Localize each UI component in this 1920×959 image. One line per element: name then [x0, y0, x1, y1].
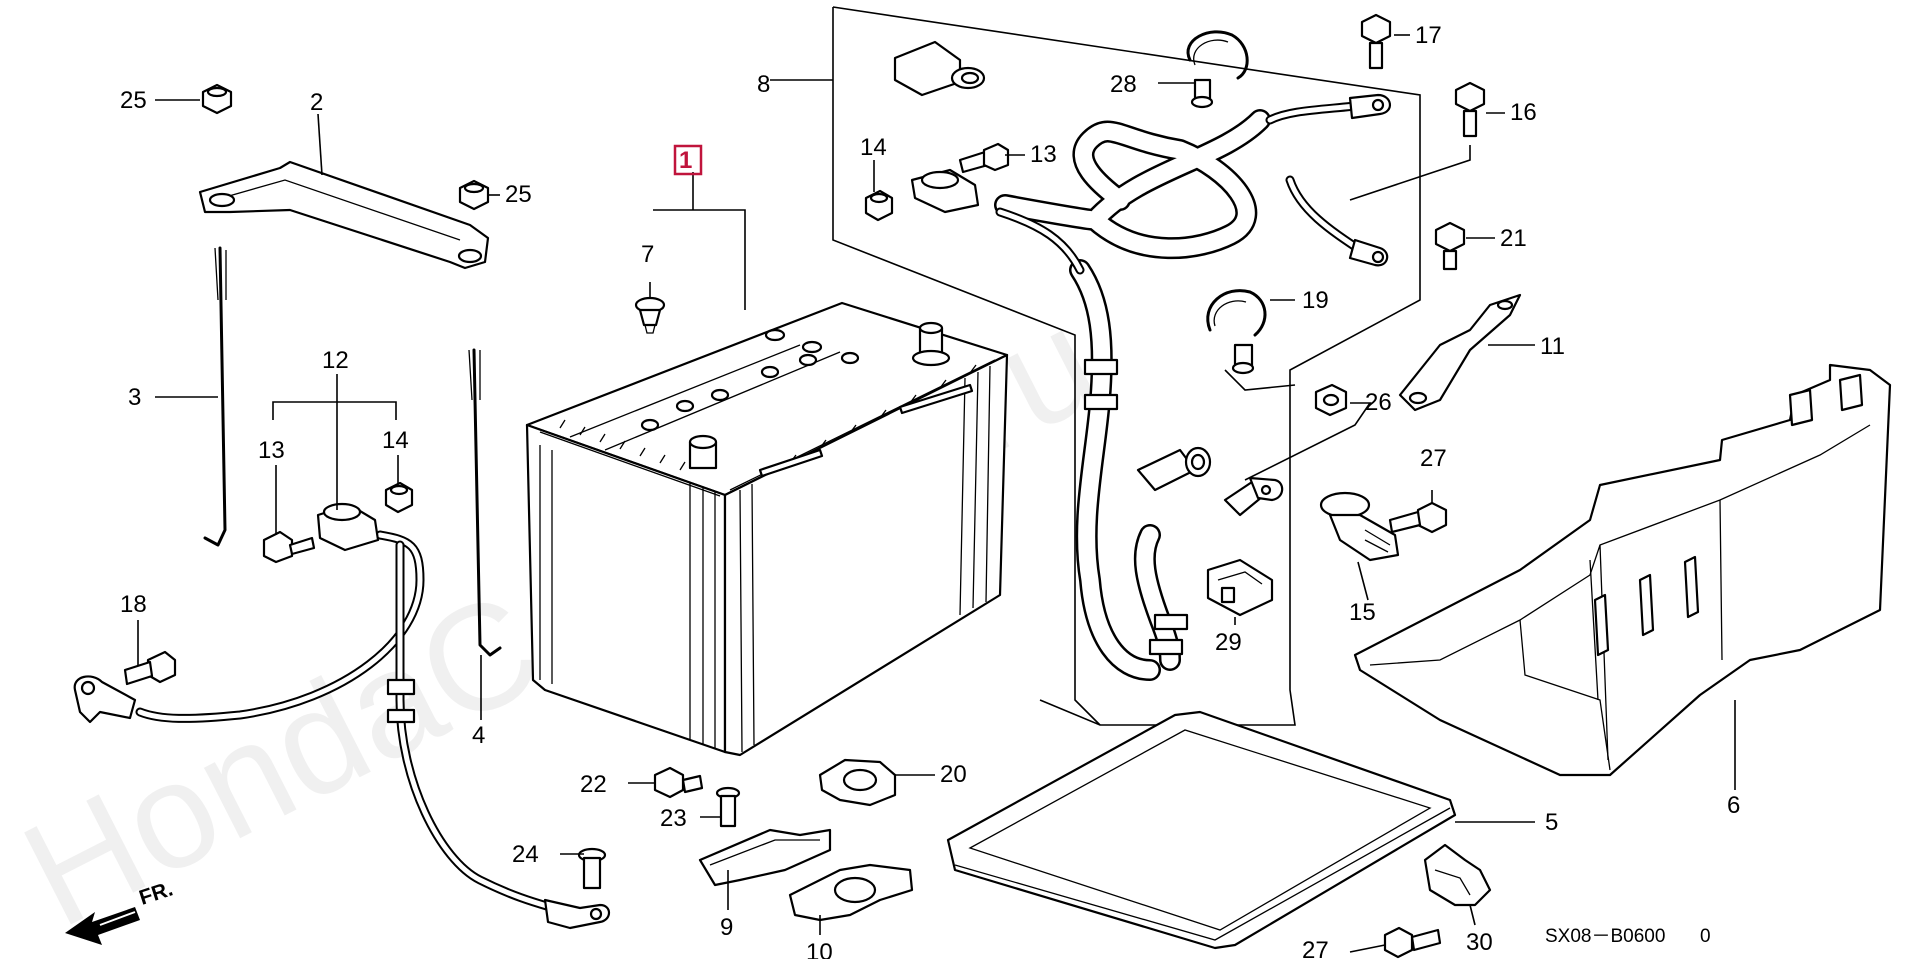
clamp-20[interactable]: [818, 758, 897, 807]
callout-13a: 13: [258, 437, 285, 464]
callout-6: 6: [1727, 792, 1740, 819]
negative-cable-12[interactable]: [73, 502, 611, 930]
callout-14b: 14: [860, 134, 887, 161]
bolt-13-right[interactable]: [958, 142, 1010, 174]
battery-1[interactable]: [525, 301, 1009, 757]
callout-13b: 13: [1030, 141, 1057, 168]
callout-17: 17: [1415, 22, 1442, 49]
callout-1-highlight: [673, 144, 703, 176]
bracket-9[interactable]: [698, 828, 832, 887]
callout-5: 5: [1545, 809, 1558, 836]
callout-29: 29: [1215, 629, 1242, 656]
holder-29[interactable]: [1206, 558, 1274, 617]
callout-14a: 14: [382, 427, 409, 454]
callout-28: 28: [1110, 71, 1137, 98]
callout-27a: 27: [1420, 445, 1447, 472]
bolt-21[interactable]: [1434, 221, 1466, 271]
callout-2: 2: [310, 89, 323, 116]
callout-27b: 27: [1302, 937, 1329, 959]
hold-down-rod-3[interactable]: [203, 246, 227, 547]
callout-7: 7: [641, 241, 654, 268]
kit-outline-8: [770, 6, 1421, 726]
bolt-18[interactable]: [123, 650, 177, 686]
bolt-27-bottom[interactable]: [1383, 926, 1442, 959]
callout-24: 24: [512, 841, 539, 868]
leader-lines: [137, 34, 1736, 953]
nut-26[interactable]: [1314, 383, 1348, 417]
callout-23: 23: [660, 805, 687, 832]
callout-26: 26: [1365, 389, 1392, 416]
callout-20: 20: [940, 761, 967, 788]
nut-25-right[interactable]: [458, 179, 490, 211]
clip-19[interactable]: [1206, 289, 1267, 375]
callout-1: 1: [679, 147, 692, 174]
callout-15: 15: [1349, 599, 1376, 626]
callout-8: 8: [757, 71, 770, 98]
positive-cable-8[interactable]: [893, 40, 1391, 681]
bolt-23[interactable]: [715, 786, 741, 828]
callout-4: 4: [472, 722, 485, 749]
diagram-code-suffix: 0: [1700, 926, 1711, 947]
bolt-13-left[interactable]: [262, 530, 316, 564]
battery-box-6[interactable]: [1353, 363, 1892, 777]
battery-tray-5[interactable]: [946, 710, 1457, 950]
clamp-15[interactable]: [1319, 491, 1400, 562]
bracket-11[interactable]: [1398, 293, 1522, 412]
nut-25-top[interactable]: [201, 83, 233, 115]
callout-22: 22: [580, 771, 607, 798]
diagram-code: SX08－B0600 0: [1545, 926, 1711, 947]
callout-25b: 25: [505, 181, 532, 208]
bolt-22[interactable]: [653, 766, 704, 799]
callout-18: 18: [120, 591, 147, 618]
callout-12: 12: [322, 347, 349, 374]
callout-19: 19: [1302, 287, 1329, 314]
bolt-24[interactable]: [577, 847, 607, 890]
hold-down-rod-4[interactable]: [468, 348, 502, 657]
bolt-16[interactable]: [1454, 81, 1486, 138]
callout-labels: 1 2 3 4 5 6 7 8 9 10 11 12 13 13 14 14 1…: [120, 22, 1740, 959]
clamp-10[interactable]: [788, 863, 914, 922]
callout-30: 30: [1466, 929, 1493, 956]
callout-10: 10: [806, 939, 833, 959]
callout-25a: 25: [120, 87, 147, 114]
callout-21: 21: [1500, 225, 1527, 252]
callout-bracket-1: [653, 172, 746, 310]
callout-9: 9: [720, 914, 733, 941]
clip-7[interactable]: [634, 296, 666, 334]
hold-down-bracket[interactable]: [198, 160, 490, 270]
callout-11: 11: [1540, 333, 1565, 360]
clip-28[interactable]: [1186, 30, 1249, 109]
bolt-27-right[interactable]: [1388, 501, 1448, 534]
callout-bracket-12: [272, 374, 397, 510]
diagram-code-text: SX08－B0600: [1545, 926, 1665, 947]
bracket-30[interactable]: [1423, 843, 1492, 907]
nut-14-right[interactable]: [864, 189, 894, 222]
callout-3: 3: [128, 384, 141, 411]
nut-14-left[interactable]: [384, 481, 414, 514]
bolt-17[interactable]: [1360, 13, 1392, 70]
callout-16: 16: [1510, 99, 1537, 126]
